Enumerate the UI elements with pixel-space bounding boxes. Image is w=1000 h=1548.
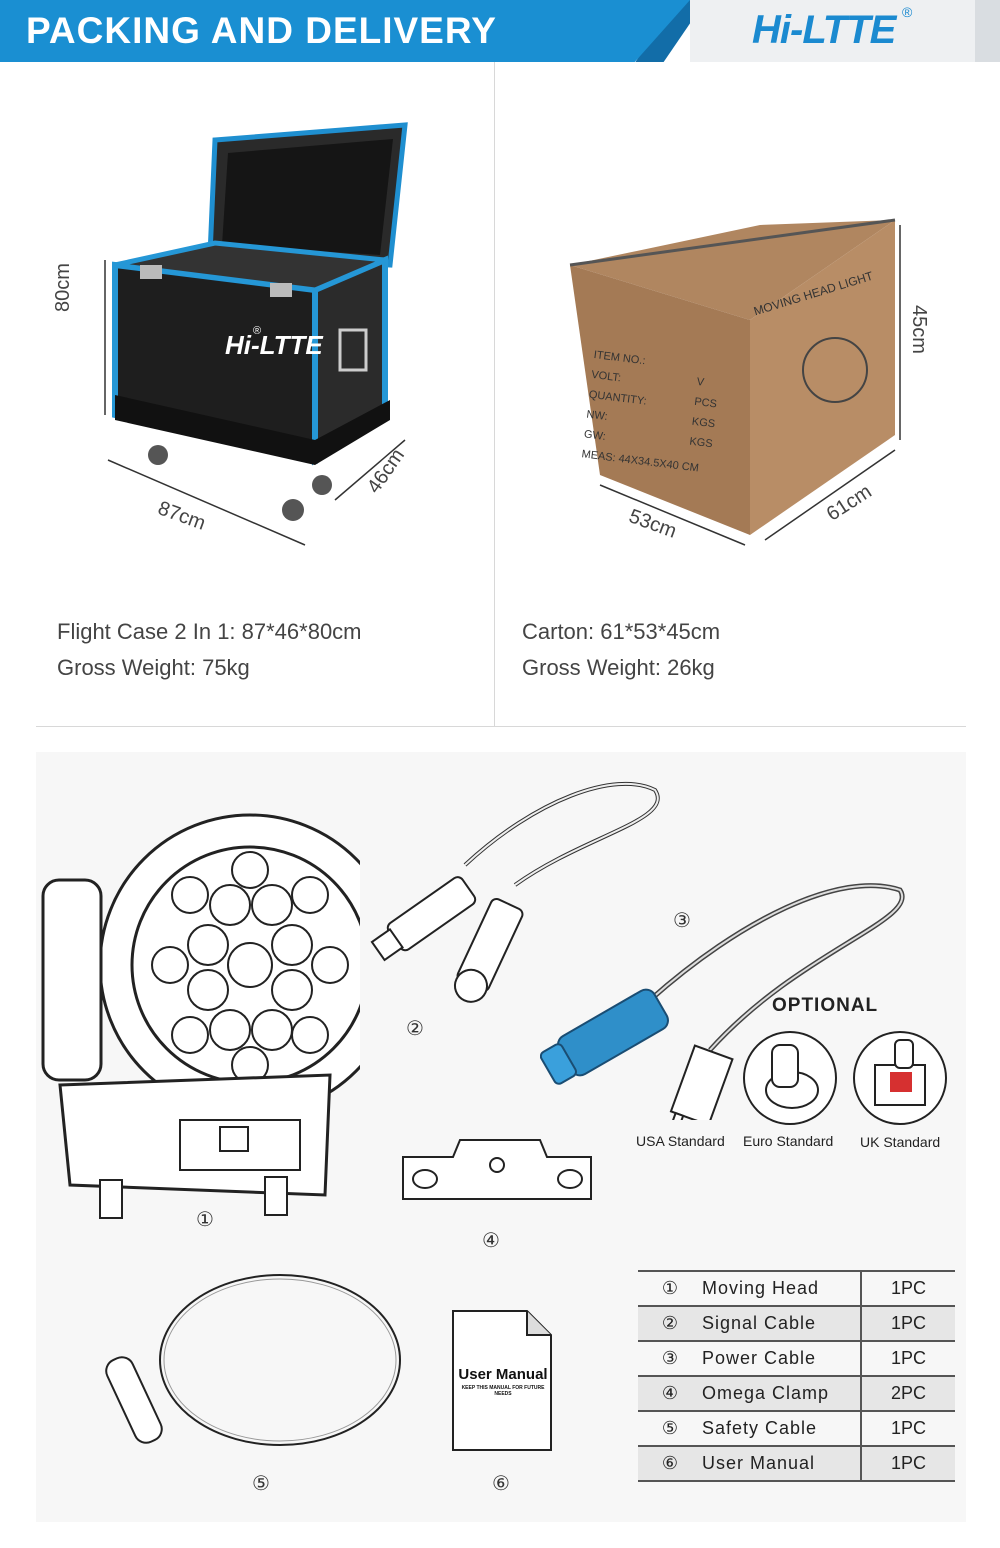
item-name: Moving Head	[702, 1270, 862, 1307]
wheel-icon	[282, 499, 304, 521]
table-row: ⑥ User Manual 1PC	[638, 1446, 955, 1482]
case-dim-height: 80cm	[52, 263, 74, 312]
case-spec-dimensions: Flight Case 2 In 1: 87*46*80cm	[57, 619, 362, 644]
omega-clamp-illustration	[402, 1139, 592, 1200]
signal-cable-illustration	[370, 781, 660, 1003]
carton-top	[570, 220, 895, 320]
carton-spec-dimensions: Carton: 61*53*45cm	[522, 619, 721, 644]
dim-line-length	[599, 484, 746, 546]
user-manual-marker: ⑥	[492, 1473, 510, 1495]
item-name: Power Cable	[702, 1341, 862, 1377]
manual-cover-subtitle: KEEP THIS MANUAL FOR FUTURE NEEDS	[461, 1385, 545, 1397]
table-row: ① Moving Head 1PC	[638, 1270, 955, 1307]
case-registered-mark: ®	[253, 325, 262, 337]
brand-panel	[690, 0, 975, 62]
uk-plug-icon	[853, 1031, 947, 1125]
usa-plug-label: USA Standard	[636, 1133, 725, 1149]
header-banner	[0, 0, 690, 62]
omega-clamp-marker: ④	[482, 1230, 500, 1252]
item-number: ③	[638, 1341, 702, 1377]
item-qty: 1PC	[861, 1341, 955, 1377]
carton-front	[570, 265, 750, 535]
item-number: ⑤	[638, 1411, 702, 1447]
euro-plug-label: Euro Standard	[743, 1133, 834, 1149]
item-name: User Manual	[702, 1446, 862, 1482]
carton-unit: KGS	[688, 435, 714, 451]
flight-case-illustration	[104, 122, 408, 546]
brand-panel-stripe	[975, 0, 1000, 62]
carton-spec-weight: Gross Weight: 26kg	[522, 655, 715, 680]
wheel-icon	[148, 445, 168, 465]
table-row: ⑤ Safety Cable 1PC	[638, 1411, 955, 1447]
manual-cover-title: User Manual	[458, 1366, 548, 1383]
horizontal-divider	[36, 726, 966, 727]
case-base	[115, 395, 390, 465]
vertical-divider	[494, 62, 495, 726]
wheel-icon	[312, 475, 332, 495]
carton-side	[750, 220, 895, 535]
table-row: ④ Omega Clamp 2PC	[638, 1376, 955, 1412]
contents-table: ① Moving Head 1PC ② Signal Cable 1PC ③ P…	[638, 1270, 955, 1482]
carton-unit: KGS	[691, 415, 716, 431]
carton-unit: V	[696, 375, 705, 389]
carton-fixture-print	[802, 337, 868, 403]
moving-head-marker: ①	[196, 1209, 214, 1231]
power-cable-illustration	[540, 883, 905, 1120]
item-name: Omega Clamp	[702, 1376, 862, 1412]
signal-cable-marker: ②	[406, 1018, 424, 1040]
safety-cable-illustration	[105, 1274, 401, 1446]
case-lid-inner	[222, 139, 393, 255]
carton-unit: PCS	[693, 395, 718, 411]
table-row: ② Signal Cable 1PC	[638, 1306, 955, 1342]
euro-plug-icon	[743, 1031, 837, 1125]
item-qty: 1PC	[861, 1446, 955, 1482]
item-number: ④	[638, 1376, 702, 1412]
item-qty: 1PC	[861, 1270, 955, 1307]
item-number: ①	[638, 1270, 702, 1307]
brand-logo: Hi-LTTE	[752, 8, 896, 52]
carton-illustration	[569, 218, 901, 546]
uk-plug-label: UK Standard	[860, 1134, 941, 1150]
dim-line-length	[107, 459, 306, 546]
case-top	[114, 240, 386, 293]
case-spec-weight: Gross Weight: 75kg	[57, 655, 250, 680]
handle-icon	[338, 328, 368, 372]
item-number: ②	[638, 1306, 702, 1342]
case-brand-logo: Hi-LTTE	[225, 330, 323, 360]
user-manual-illustration	[452, 1310, 552, 1451]
carton-dim-height: 45cm	[908, 305, 930, 354]
item-number: ⑥	[638, 1446, 702, 1482]
latch-icon	[140, 265, 162, 279]
dim-line-width	[334, 439, 406, 501]
item-qty: 1PC	[861, 1411, 955, 1447]
safety-cable-marker: ⑤	[252, 1473, 270, 1495]
page-title: PACKING AND DELIVERY	[26, 10, 497, 51]
moving-head-illustration	[41, 813, 360, 1219]
registered-mark: ®	[902, 4, 913, 20]
power-cable-marker: ③	[673, 910, 691, 932]
item-name: Signal Cable	[702, 1306, 862, 1342]
item-name: Safety Cable	[702, 1411, 862, 1447]
optional-label: OPTIONAL	[772, 995, 879, 1016]
item-qty: 2PC	[861, 1376, 955, 1412]
latch-icon	[270, 283, 292, 297]
table-row: ③ Power Cable 1PC	[638, 1341, 955, 1377]
dim-line-width	[764, 449, 896, 541]
item-qty: 1PC	[861, 1306, 955, 1342]
